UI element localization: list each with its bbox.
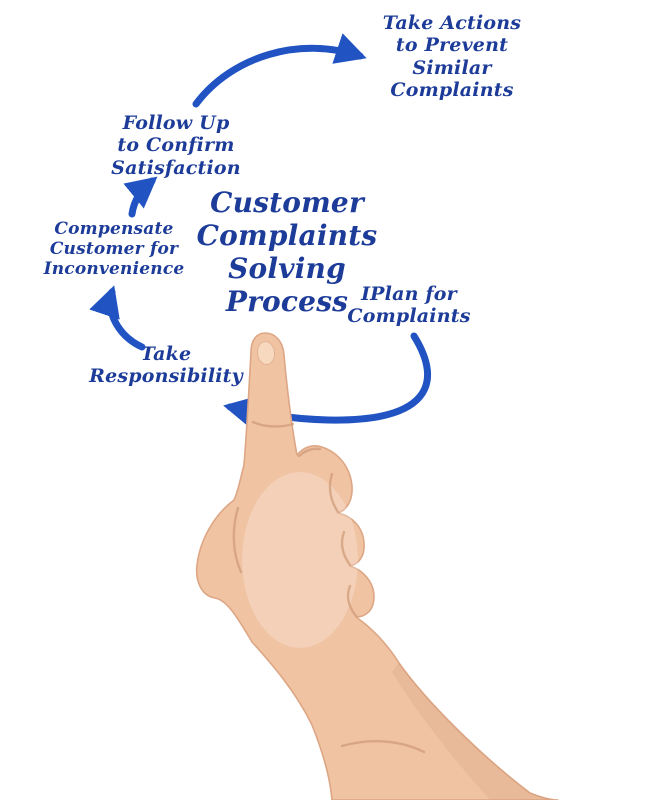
title-line: Customer <box>210 186 364 219</box>
title-line: Process <box>225 285 349 319</box>
hand-creases <box>232 420 426 754</box>
forearm-shading <box>392 663 558 800</box>
node-plan-for-complaints: IPlan for Complaints <box>347 283 470 328</box>
node-line: Follow Up <box>122 112 230 134</box>
node-line: Similar <box>412 56 492 79</box>
node-compensate: Compensate Customer for Inconvenience <box>44 219 185 279</box>
hand-silhouette <box>195 332 559 800</box>
pointing-hand <box>195 332 559 800</box>
node-take-responsibility: Take Responsibility <box>89 343 243 388</box>
title-line: Complaints <box>196 219 378 253</box>
palm-highlight <box>242 472 358 648</box>
node-line: Complaints <box>390 79 514 102</box>
node-line: IPlan for <box>361 283 457 305</box>
node-line: Complaints <box>347 305 471 328</box>
node-line: Customer for <box>49 239 179 260</box>
node-line: Satisfaction <box>111 156 241 179</box>
title-line: Solving <box>228 252 346 286</box>
arrow-responsibility-to-compensate-icon <box>89 285 146 351</box>
node-line: to Confirm <box>117 134 235 157</box>
node-line: Compensate <box>54 219 174 239</box>
node-line: Take <box>140 343 192 365</box>
diagram-title: Customer Complaints Solving Process <box>197 186 378 318</box>
node-follow-up: Follow Up to Confirm Satisfaction <box>111 112 241 179</box>
node-line: to Prevent <box>395 34 509 57</box>
node-line: Responsibility <box>89 365 243 388</box>
fingernail <box>256 341 276 365</box>
arrow-compensate-to-followup-icon <box>123 176 158 218</box>
node-line: Inconvenience <box>43 259 185 280</box>
arrow-followup-to-actions-icon <box>192 33 367 108</box>
node-line: Take Actions <box>382 12 522 34</box>
node-take-actions: Take Actions to Prevent Similar Complain… <box>383 12 521 102</box>
